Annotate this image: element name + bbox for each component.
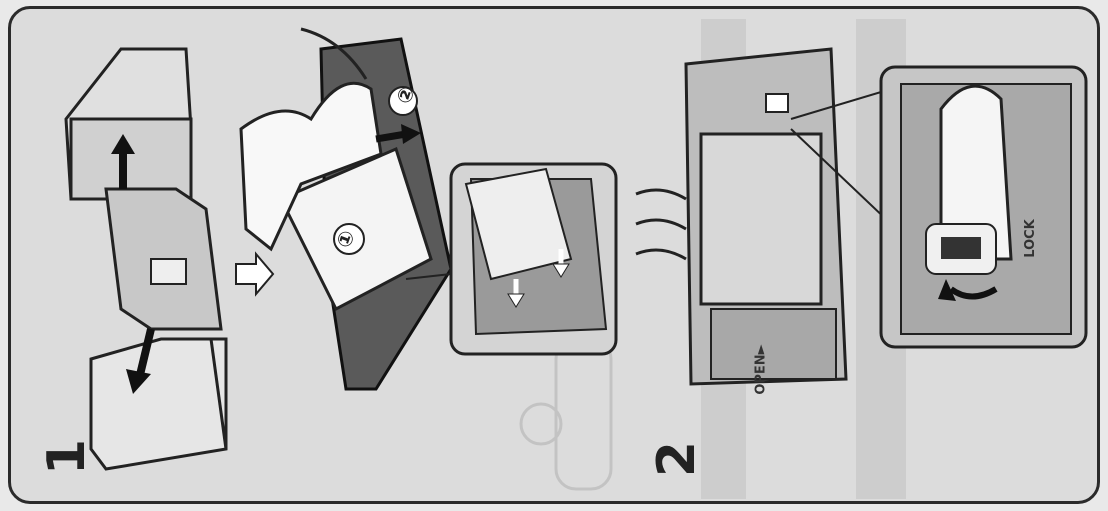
- step-number-1: 1: [37, 438, 98, 476]
- card-insertion-diagram: [239, 27, 453, 391]
- open-label: OPEN►: [753, 344, 769, 395]
- right-arrow-icon: [235, 251, 275, 297]
- battery-pack-diagram: [64, 47, 228, 471]
- device-lock-diagram: [635, 47, 892, 386]
- step-number-2: 2: [647, 440, 708, 478]
- slot-detail-inset: [405, 162, 618, 356]
- lock-detail-inset: [879, 65, 1088, 349]
- figure-frame: 1 2 ① ② LOCK OPEN►: [8, 6, 1100, 504]
- lock-label: LOCK: [1022, 219, 1038, 258]
- instruction-illustration: [64, 19, 1088, 499]
